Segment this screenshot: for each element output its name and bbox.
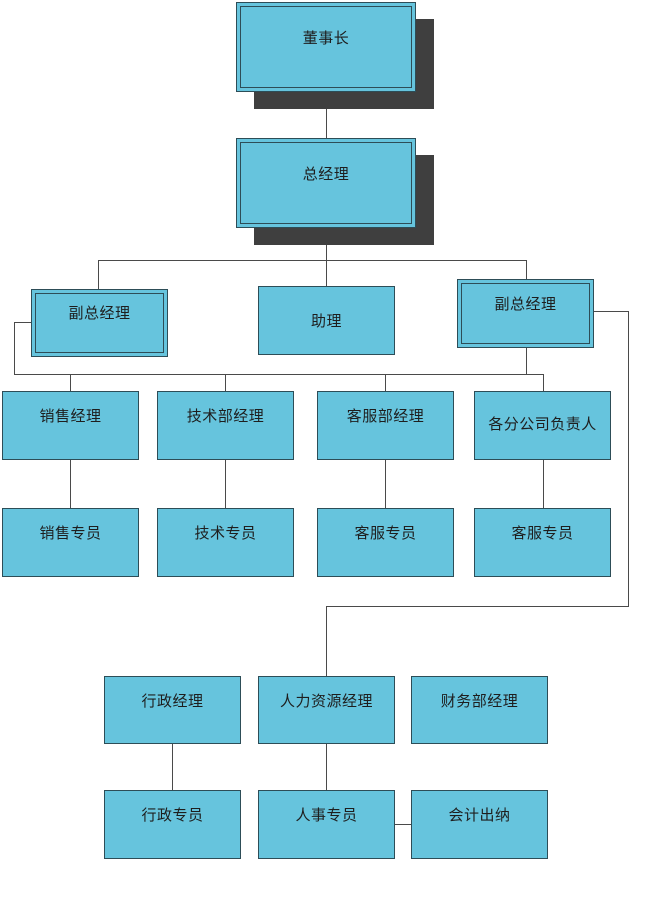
connector-line (14, 322, 15, 374)
node-label: 技术部经理 (186, 407, 265, 425)
connector-line (225, 374, 226, 391)
node-admin-manager: 行政经理 (104, 676, 241, 744)
connector-line (14, 374, 544, 375)
connector-line (70, 460, 71, 508)
node-tech-staff: 技术专员 (157, 508, 294, 577)
connector-line (70, 374, 71, 391)
node-service-staff: 客服专员 (317, 508, 454, 577)
node-tech-manager: 技术部经理 (157, 391, 294, 460)
connector-line (326, 92, 327, 140)
node-label: 销售经理 (39, 407, 102, 425)
connector-line (385, 374, 386, 391)
node-chairman: 董事长 (236, 2, 416, 92)
connector-line (628, 311, 629, 607)
connector-line (172, 744, 173, 790)
connector-line (326, 606, 629, 607)
node-label: 董事长 (302, 29, 350, 47)
node-label: 销售专员 (39, 524, 102, 542)
node-deputy-gm-right: 副总经理 (457, 279, 594, 348)
node-assistant: 助理 (258, 286, 395, 355)
node-label: 行政经理 (141, 692, 204, 710)
node-sales-manager: 销售经理 (2, 391, 139, 460)
node-admin-staff: 行政专员 (104, 790, 241, 859)
node-label: 人事专员 (295, 806, 358, 824)
connector-line (225, 460, 226, 508)
node-label: 人力资源经理 (279, 692, 373, 710)
node-label: 客服专员 (354, 524, 417, 542)
node-finance-manager: 财务部经理 (411, 676, 548, 744)
node-label: 各分公司负责人 (488, 415, 597, 433)
node-hr-manager: 人力资源经理 (258, 676, 395, 744)
node-label: 客服部经理 (346, 407, 425, 425)
node-deputy-gm-left: 副总经理 (31, 289, 168, 357)
node-cashier: 会计出纳 (411, 790, 548, 859)
connector-line (594, 311, 628, 312)
connector-line (543, 460, 544, 508)
connector-line (385, 460, 386, 508)
node-label: 助理 (310, 312, 342, 330)
node-label: 客服专员 (511, 524, 574, 542)
connector-line (14, 322, 32, 323)
node-label: 副总经理 (68, 304, 131, 322)
node-label: 副总经理 (494, 295, 557, 313)
node-branch-head: 各分公司负责人 (474, 391, 611, 460)
node-label: 总经理 (302, 165, 350, 183)
connector-line (526, 260, 527, 280)
node-sales-staff: 销售专员 (2, 508, 139, 577)
connector-line (526, 348, 527, 374)
connector-line (326, 744, 327, 790)
connector-line (98, 260, 99, 290)
connector-line (543, 374, 544, 391)
node-general-manager: 总经理 (236, 138, 416, 228)
connector-line (326, 228, 327, 286)
connector-line (98, 260, 526, 261)
connector-line (394, 824, 411, 825)
node-service-staff: 客服专员 (474, 508, 611, 577)
connector-line (326, 606, 327, 676)
node-service-manager: 客服部经理 (317, 391, 454, 460)
node-label: 财务部经理 (440, 692, 519, 710)
node-label: 会计出纳 (448, 806, 511, 824)
node-label: 技术专员 (194, 524, 257, 542)
node-label: 行政专员 (141, 806, 204, 824)
node-hr-staff: 人事专员 (258, 790, 395, 859)
